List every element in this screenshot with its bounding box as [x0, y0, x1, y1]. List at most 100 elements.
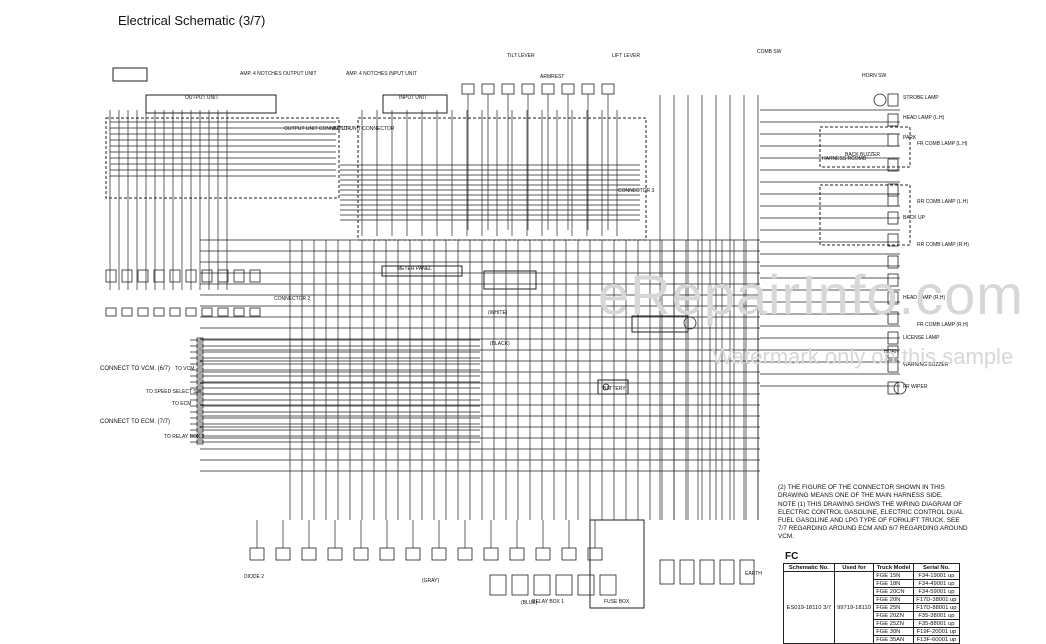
- switch-connector: [481, 83, 495, 95]
- switch-connector: [541, 83, 555, 95]
- lamp-connector: [887, 193, 899, 207]
- meter-panel-box: [381, 265, 463, 277]
- head-lamp-rh-label: HEAD LAMP (R.H): [903, 295, 945, 301]
- bottom-connector: [249, 547, 265, 561]
- battery-label: BATTERY: [603, 386, 626, 392]
- output-connector: [217, 307, 229, 317]
- switch-connector: [461, 83, 475, 95]
- bottom-connector: [327, 547, 343, 561]
- horn-label: HORN: [884, 349, 899, 355]
- pin: [196, 373, 204, 379]
- output-connector: [233, 307, 245, 317]
- output-connector: [121, 307, 133, 317]
- armrest-label: ARMREST: [540, 74, 564, 80]
- license-lamp-label: LICENSE LAMP: [903, 335, 940, 341]
- head-lamp-lh-label: HEAD LAMP (L.H): [903, 115, 945, 121]
- fuse-connector: [679, 559, 695, 585]
- pin: [196, 361, 204, 367]
- truck-model-cell: FGE 25N: [873, 603, 914, 612]
- lamp-connector: [887, 93, 899, 107]
- lamp-connector: [887, 331, 899, 345]
- serial-no-cell: F17D-38001 up: [912, 595, 961, 604]
- col-used-for: Used for: [833, 563, 875, 572]
- pin: [196, 415, 204, 421]
- amp-output-label: AMP. 4 NOTCHES OUTPUT UNIT: [240, 71, 317, 77]
- diode-2-label: DIODE 2: [244, 574, 264, 580]
- to-ecm-label: TO ECM: [172, 401, 191, 407]
- pin: [196, 421, 204, 427]
- output-connector: [185, 269, 197, 283]
- relay-box-1-label: RELAY BOX 1: [532, 599, 564, 605]
- serial-no-cell: F35-88001 up: [912, 619, 961, 628]
- color-white-label: (WHITE): [488, 310, 508, 316]
- output-connector: [137, 307, 149, 317]
- bottom-connector: [379, 547, 395, 561]
- dashed-output-box: [105, 117, 340, 199]
- lamp-connector: [887, 311, 899, 325]
- pin: [196, 427, 204, 433]
- output-unit-connector-label: OUTPUT UNIT CONNECTOR: [284, 126, 351, 132]
- connect-ecm-label: CONNECT TO ECM. (7/7): [100, 419, 170, 425]
- to-relay-box-2-label: TO RELAY BOX 2: [164, 434, 205, 440]
- lamp-connector: [887, 183, 899, 197]
- pin: [196, 409, 204, 415]
- strobe-lamp-symbol: [873, 93, 887, 107]
- switch-connector: [581, 83, 595, 95]
- note-1: NOTE (1) THIS DRAWING SHOWS THE WIRING D…: [778, 501, 968, 540]
- output-connector: [169, 269, 181, 283]
- output-connector: [185, 307, 197, 317]
- wire-network: [109, 94, 900, 548]
- fr-comb-lamp-rh-label: FR COMB LAMP (R.H): [917, 322, 969, 328]
- fr-comb-lamp-lh-label: FR COMB LAMP (L.H): [917, 141, 968, 147]
- pin: [196, 337, 204, 343]
- output-connector: [121, 269, 133, 283]
- color-blue-label: (BLUE): [521, 600, 538, 606]
- fuse-box-outline: [589, 519, 645, 609]
- output-connector: [153, 307, 165, 317]
- pin: [196, 343, 204, 349]
- dashed-input-box: [357, 117, 647, 241]
- bottom-connector: [535, 547, 551, 561]
- lamp-connector: [887, 291, 899, 305]
- output-connector: [137, 269, 149, 283]
- connector-2-label: CONNECTOR 2: [274, 296, 311, 302]
- truck-model-cell: FGE 15N: [873, 571, 914, 580]
- rr-comb-lamp-rh-label: RR COMB LAMP (R.H): [917, 242, 969, 248]
- meter-panel-connector: [483, 270, 537, 290]
- output-connector: [105, 307, 117, 317]
- truck-model-cell: FGE 20CN: [873, 587, 914, 596]
- to-speed-select-label: TO SPEED SELECT SW: [146, 389, 202, 395]
- serial-no-cell: F13F-60001 up: [912, 635, 961, 644]
- fuse-connector: [699, 559, 715, 585]
- fuse-connector: [739, 559, 755, 585]
- component-symbols: [105, 83, 907, 596]
- output-connector: [169, 307, 181, 317]
- color-gray-label: (GRAY): [422, 578, 439, 584]
- back-buzzer-label: BACK BUZZER: [845, 152, 880, 158]
- pin: [196, 439, 204, 445]
- pin: [196, 433, 204, 439]
- comb-sw-label: COMB SW: [757, 49, 782, 55]
- earth-label: EARTH: [745, 571, 762, 577]
- bottom-connector: [353, 547, 369, 561]
- serial-no-cell: F34-19001 up: [912, 571, 961, 580]
- schematic-table: Schematic No. Used for Truck Model Seria…: [783, 563, 961, 644]
- lamp-connector: [887, 345, 899, 359]
- amp-input-label: AMP. 4 NOTCHES INPUT UNIT: [346, 71, 417, 77]
- dashed-lamp-box-2: [819, 184, 911, 246]
- watermark-subtext: Watermark only on this sample: [712, 344, 1014, 369]
- harness-rcomb-label: HARNESS RCOMB: [822, 156, 867, 162]
- pin: [196, 403, 204, 409]
- truck-model-cell: FGE 25ZN: [873, 619, 914, 628]
- connector-3-label: CONNECTOR 3: [618, 188, 655, 194]
- lamp-connector: [887, 381, 899, 395]
- dashed-lamp-box: [819, 126, 911, 168]
- col-schematic-no: Schematic No.: [783, 563, 835, 572]
- lamp-connector: [887, 133, 899, 147]
- input-unit-connector-label: INPUT UNIT CONNECTOR: [333, 126, 395, 132]
- col-serial-no: Serial No.: [912, 563, 961, 572]
- truck-model-cell: FGE 30N: [873, 627, 914, 636]
- meter-panel-label: METER PANEL: [397, 266, 432, 272]
- lamp-connector: [887, 158, 899, 172]
